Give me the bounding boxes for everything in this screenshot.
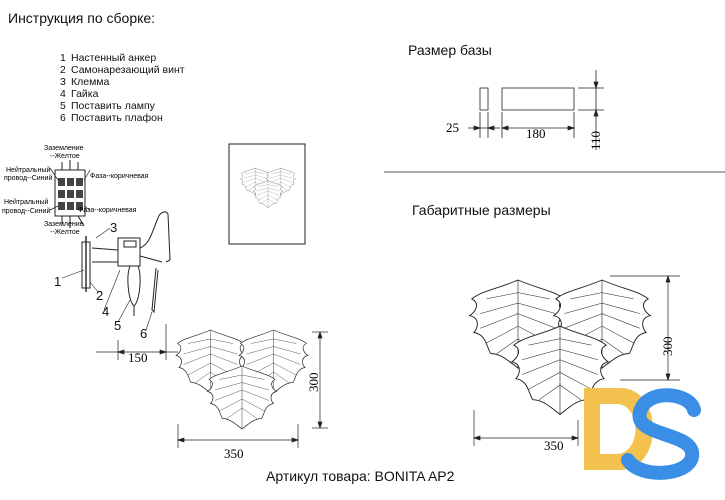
step-label: Клемма xyxy=(71,76,110,88)
step-item: 2 Самонарезающий винт xyxy=(60,64,185,76)
wiring-ground-top-color: --Желтое xyxy=(50,153,80,160)
callout-4: 4 xyxy=(102,304,109,319)
wiring-neutral2-label: Нейтральный xyxy=(4,198,48,206)
step-number: 1 xyxy=(60,52,66,64)
wiring-ground-bottom-label: Заземление xyxy=(44,221,84,228)
base-size-drawing xyxy=(468,70,604,150)
wiring-phase2-label: Фаза--коричневая xyxy=(78,207,137,214)
callout-5: 5 xyxy=(114,318,121,333)
wiring-neutral2-color: провод--Синий xyxy=(2,207,50,215)
wiring-phase1-label: Фаза--коричневая xyxy=(90,173,149,180)
base-height-label: 110 xyxy=(588,131,603,150)
wiring-neutral1-label: Нейтральный xyxy=(6,166,50,174)
callout-2: 2 xyxy=(96,288,103,303)
step-label: Гайка xyxy=(71,88,99,100)
page-title: Инструкция по сборке: xyxy=(8,10,156,26)
step-number: 4 xyxy=(60,88,66,100)
step-number: 3 xyxy=(60,76,66,88)
left-width-label: 350 xyxy=(224,446,244,461)
sconce-assembly-view xyxy=(81,211,171,316)
front-view-left-dimensions xyxy=(176,330,328,448)
step-item: 1 Настенный анкер xyxy=(60,52,185,64)
callout-lines xyxy=(61,227,153,331)
step-item: 5 Поставить лампу xyxy=(60,100,185,112)
step-label: Поставить лампу xyxy=(71,100,155,112)
ds-logo xyxy=(584,388,701,480)
callout-3: 3 xyxy=(110,220,117,235)
step-number: 5 xyxy=(60,100,66,112)
left-height-label: 300 xyxy=(306,373,321,393)
step-label: Самонарезающий винт xyxy=(71,64,185,76)
callout-6: 6 xyxy=(140,326,147,341)
front-view-left xyxy=(175,329,309,430)
wiring-ground-bottom-color: --Желтое xyxy=(50,229,80,236)
overall-height-label: 300 xyxy=(660,337,675,357)
base-thickness-label: 25 xyxy=(446,120,459,135)
overall-width-label: 350 xyxy=(544,438,564,453)
depth-dimension xyxy=(96,324,178,360)
step-item: 3 Клемма xyxy=(60,76,185,88)
step-label: Настенный анкер xyxy=(71,52,157,64)
wiring-diagram: Заземление --Желтое Нейтральный провод--… xyxy=(2,145,149,236)
wiring-ground-top-label: Заземление xyxy=(44,145,84,152)
overall-dimensions-heading: Габаритные размеры xyxy=(412,202,551,218)
step-number: 2 xyxy=(60,64,66,76)
depth-dimension-label: 150 xyxy=(128,350,148,365)
overall-dimensions xyxy=(472,274,680,446)
article-number: Артикул товара: BONITA AP2 xyxy=(266,468,455,484)
step-number: 6 xyxy=(60,112,66,124)
step-label: Поставить плафон xyxy=(71,112,163,124)
base-length-label: 180 xyxy=(526,126,546,141)
wiring-neutral1-color: провод--Синий xyxy=(4,174,52,182)
base-size-heading: Размер базы xyxy=(408,42,492,58)
callout-1: 1 xyxy=(54,274,61,289)
step-item: 4 Гайка xyxy=(60,88,185,100)
step-item: 6 Поставить плафон xyxy=(60,112,185,124)
